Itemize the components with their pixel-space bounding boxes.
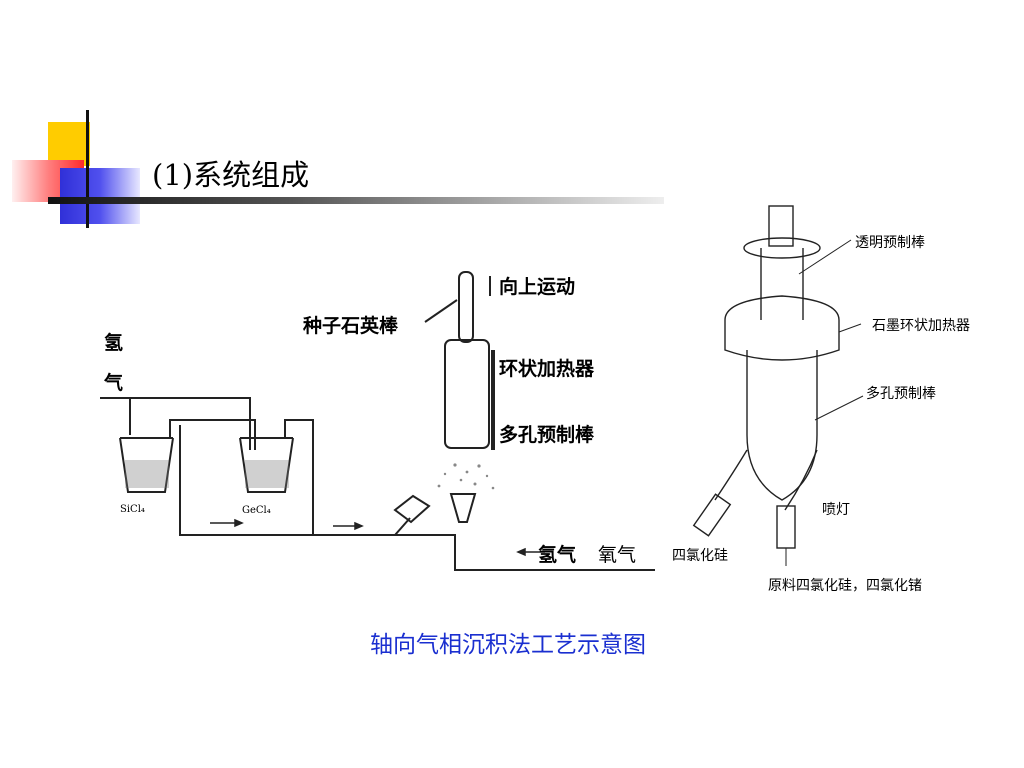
title-underline — [48, 197, 664, 204]
label-sicl4-bottle: SiCl₄ — [120, 504, 145, 515]
label-hydrogen: 氢气 — [538, 544, 577, 566]
gecl4-bottle — [239, 437, 294, 493]
figure-caption: 轴向气相沉积法工艺示意图 — [370, 632, 646, 658]
main-feed-pipe — [179, 425, 411, 536]
label-torch: 喷灯 — [822, 502, 850, 518]
seed-rod — [458, 271, 474, 343]
label-transparent-preform: 透明预制棒 — [855, 235, 925, 251]
vad-apparatus-diagram — [100, 271, 655, 571]
label-oxygen: 氧气 — [598, 544, 637, 566]
deco-vertical-line — [86, 110, 89, 228]
deco-blue-square — [60, 168, 140, 224]
graphite-heater — [724, 295, 840, 361]
label-seed-rod: 种子石英棒 — [303, 315, 399, 337]
torch-right — [449, 493, 477, 523]
label-hydrogen-in-1: 氢 — [104, 332, 124, 354]
soot-particles — [437, 463, 495, 490]
label-upward-motion: 向上运动 — [499, 276, 576, 298]
label-feed-material: 原料四氯化硅，四氯化锗 — [768, 578, 922, 594]
bottom-nozzle — [776, 505, 796, 549]
deco-yellow-square — [48, 122, 90, 166]
label-porous-preform: 多孔预制棒 — [499, 424, 595, 446]
bottom-pipe — [313, 534, 655, 571]
label-hydrogen-in-2: 气 — [104, 372, 124, 394]
transparent-preform-rod — [768, 205, 794, 247]
bottle2-pipe — [284, 419, 314, 535]
label-sicl4: 四氯化硅 — [672, 548, 728, 564]
hydrogen-inlet-pipe — [100, 397, 251, 450]
label-gecl4-bottle: GeCl₄ — [242, 505, 271, 516]
label-graphite-heater: 石墨环状加热器 — [872, 318, 970, 334]
vad-cross-section-diagram — [692, 205, 864, 566]
label-ring-heater: 环状加热器 — [499, 358, 595, 380]
page-title: (1)系统组成 — [152, 158, 310, 192]
torch-left — [393, 494, 431, 524]
ring-heater-body — [444, 339, 490, 449]
left-nozzle — [692, 493, 732, 537]
sicl4-bottle — [119, 437, 174, 493]
label-porous-preform-right: 多孔预制棒 — [866, 386, 936, 402]
porous-preform-body — [746, 350, 818, 501]
connector-pipe-2 — [169, 419, 256, 450]
